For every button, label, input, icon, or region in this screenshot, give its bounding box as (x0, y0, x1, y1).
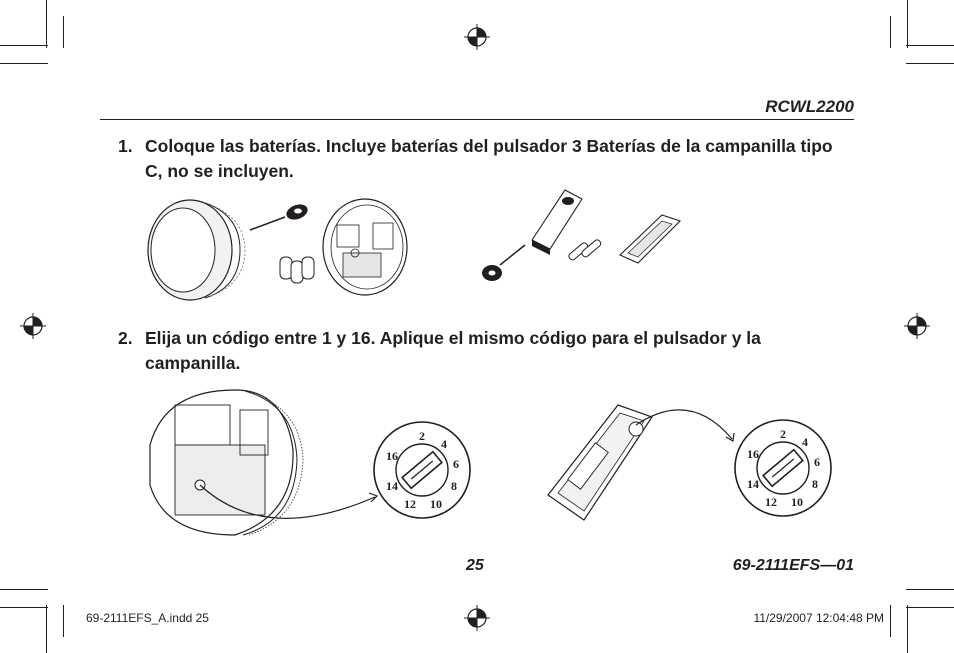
crop-mark-icon (46, 605, 47, 653)
step-number: 1. (118, 136, 133, 156)
dial-label: 16 (386, 449, 398, 463)
header-rule (100, 119, 854, 120)
dial-label: 6 (814, 455, 820, 469)
dial-label: 8 (451, 479, 457, 493)
crop-mark-icon (63, 16, 64, 48)
dial-label: 4 (441, 437, 447, 451)
slug-file: 69-2111EFS_A.indd 25 (86, 611, 209, 625)
crop-mark-icon (906, 63, 954, 64)
crop-mark-icon (0, 589, 48, 590)
model-number: RCWL2200 (765, 97, 854, 116)
dial-label: 2 (419, 429, 425, 443)
chime-code-dial: 2 4 6 8 10 12 14 16 (373, 421, 471, 519)
crop-mark-icon (907, 0, 908, 48)
dial-label: 6 (453, 457, 459, 471)
crop-mark-icon (0, 45, 48, 46)
registration-mark-icon (904, 313, 930, 339)
slug-timestamp: 11/29/2007 12:04:48 PM (753, 611, 884, 625)
crop-mark-icon (906, 45, 954, 46)
crop-mark-icon (906, 589, 954, 590)
dial-label: 8 (812, 477, 818, 491)
push-button-battery-illustration (482, 189, 682, 281)
registration-mark-icon (464, 605, 490, 631)
push-button-interior-illustration (547, 404, 735, 521)
page-number: 25 (466, 557, 484, 574)
crop-mark-icon (46, 0, 47, 48)
crop-mark-icon (0, 607, 48, 608)
crop-mark-icon (890, 605, 891, 637)
crop-mark-icon (63, 605, 64, 637)
step-1: 1. Coloque las baterías. Incluye batería… (118, 134, 848, 184)
step-text: Elija un código entre 1 y 16. Aplique el… (145, 328, 761, 373)
push-button-code-dial: 2 4 6 8 10 12 14 16 (734, 419, 832, 517)
crop-mark-icon (890, 16, 891, 48)
step-text: Coloque las baterías. Incluye baterías d… (145, 136, 833, 181)
registration-mark-icon (20, 313, 46, 339)
dial-label: 16 (747, 447, 759, 461)
crop-mark-icon (907, 605, 908, 653)
dial-label: 14 (386, 479, 398, 493)
registration-mark-icon (464, 24, 490, 50)
crop-mark-icon (906, 607, 954, 608)
dial-label: 2 (780, 427, 786, 441)
chime-battery-illustration (147, 198, 408, 301)
dial-label: 12 (765, 495, 777, 509)
dial-label: 14 (747, 477, 759, 491)
document-number: 69-2111EFS—01 (732, 557, 854, 574)
dial-label: 4 (802, 435, 808, 449)
dial-label: 10 (430, 497, 442, 511)
crop-mark-icon (0, 63, 48, 64)
dial-label: 10 (791, 495, 803, 509)
dial-label: 12 (404, 497, 416, 511)
step-2: 2. Elija un código entre 1 y 16. Aplique… (118, 326, 848, 376)
chime-interior-illustration (149, 389, 379, 536)
step-number: 2. (118, 328, 133, 348)
